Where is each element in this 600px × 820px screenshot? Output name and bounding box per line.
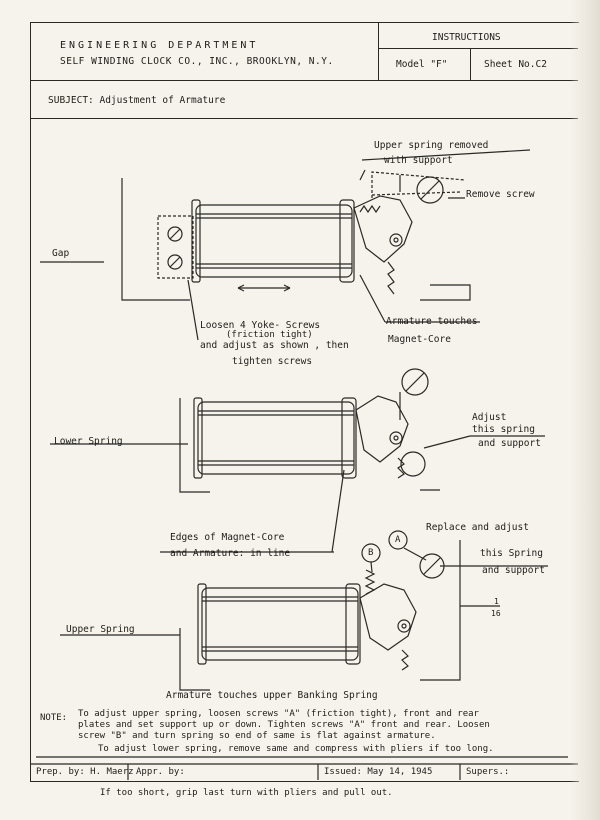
fig1-upper-spring-removed: Upper spring removed [374,140,489,151]
footer-supers: Supers.: [466,767,510,777]
fig3-label-a: A [395,535,401,545]
fig1-loosen-line1: Loosen 4 Yoke- Screws [200,320,321,331]
model-label: Model "F" [396,59,448,70]
fig3-fraction-den: 16 [491,609,501,618]
fig2-edges-line1: Edges of Magnet-Core [170,532,285,543]
fig1-loosen-line3: and adjust as shown , then [200,340,349,351]
model-sheet-divider [470,48,471,80]
fig3-replace-adjust: Replace and adjust [426,522,529,533]
footer-prep: Prep. by: H. Maerz [36,767,134,777]
fig1-with-support: with support [384,155,453,166]
instructions-label: INSTRUCTIONS [432,32,501,43]
fig2-and-support: and support [478,438,541,449]
instructions-divider [378,48,578,49]
note-line3: screw "B" and turn spring so end of same… [78,731,436,741]
footer-extra: If too short, grip last turn with pliers… [100,788,393,798]
fig3-label-b: B [368,548,374,558]
page-edge-shadow [570,0,600,820]
fig1-gap: Gap [52,248,70,259]
fig3-upper-spring: Upper Spring [66,624,135,635]
department-title: ENGINEERING DEPARTMENT [60,40,259,51]
note-line2: plates and set support up or down. Tight… [78,720,490,730]
fig1-loosen-line4: tighten screws [232,356,313,367]
subject-line: SUBJECT: Adjustment of Armature [48,95,226,106]
subject-divider [30,118,578,119]
note-label: NOTE: [40,713,68,723]
fig3-fraction-num: 1 [494,597,499,606]
fig2-adjust: Adjust [472,412,507,423]
company-name: SELF WINDING CLOCK CO., INC., BROOKLYN, … [60,56,334,67]
fig3-this-spring: this Spring [480,548,543,559]
figure3-drawing [60,530,548,691]
fig2-this-spring: this spring [472,424,535,435]
sheet-frame [30,22,579,782]
figure2-drawing [50,368,545,553]
header-divider [30,80,578,81]
header-vertical-divider [378,22,379,80]
figure1-drawing [40,149,531,341]
note-line1: To adjust upper spring, loosen screws "A… [78,709,479,719]
fig1-remove-screw: Remove screw [466,189,535,200]
fig1-loosen-line2: (friction tight) [226,330,313,340]
fig1-magnet-core: Magnet-Core [388,334,451,345]
sheet-number: Sheet No.C2 [484,59,547,70]
footer-appr: Appr. by: [136,767,185,777]
fig3-and-support: and support [482,565,545,576]
fig1-armature-touches: Armature touches [386,316,478,327]
fig2-lower-spring: Lower Spring [54,436,123,447]
note-line4: To adjust lower spring, remove same and … [98,744,494,754]
fig2-edges-line2: and Armature: in line [170,548,291,559]
fig3-caption: Armature touches upper Banking Spring [166,690,378,701]
footer-issued: Issued: May 14, 1945 [324,767,433,777]
